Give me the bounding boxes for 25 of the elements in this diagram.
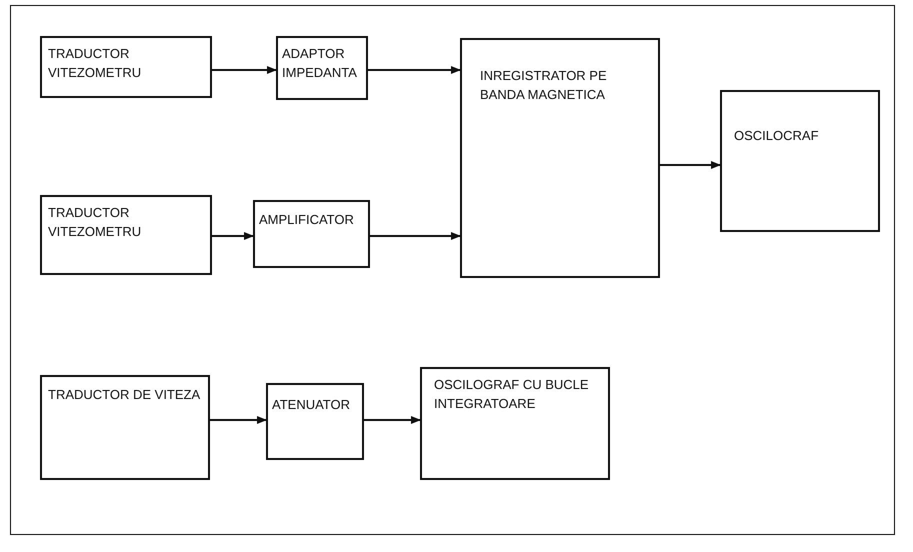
- process-box: [276, 36, 368, 100]
- box-label: TRADUCTOR VITEZOMETRU: [48, 204, 142, 241]
- arrow: [370, 232, 461, 240]
- box-label: TRADUCTOR VITEZOMETRU: [48, 45, 142, 82]
- box-label: INREGISTRATOR PE BANDA MAGNETICA: [480, 67, 608, 104]
- box-label: OSCILOGRAF CU BUCLE INTEGRATOARE: [434, 376, 590, 413]
- process-box: [40, 36, 212, 98]
- process-box: [720, 90, 880, 232]
- arrow: [368, 66, 461, 74]
- arrow: [660, 161, 721, 169]
- process-box: [460, 38, 660, 278]
- process-box: [40, 375, 210, 480]
- box-label: ADAPTOR IMPEDANTA: [282, 45, 358, 82]
- process-box: [420, 367, 610, 480]
- box-label: ATENUATOR: [272, 396, 352, 414]
- box-label: TRADUCTOR DE VITEZA: [48, 386, 202, 404]
- arrow: [210, 416, 267, 424]
- process-box: [40, 195, 212, 275]
- box-label: AMPLIFICATOR: [259, 211, 355, 229]
- process-box: [266, 383, 364, 460]
- box-label: OSCILOCRAF: [734, 127, 820, 145]
- arrow: [212, 66, 277, 74]
- arrow: [364, 416, 421, 424]
- arrow: [212, 232, 254, 240]
- process-box: [253, 200, 370, 268]
